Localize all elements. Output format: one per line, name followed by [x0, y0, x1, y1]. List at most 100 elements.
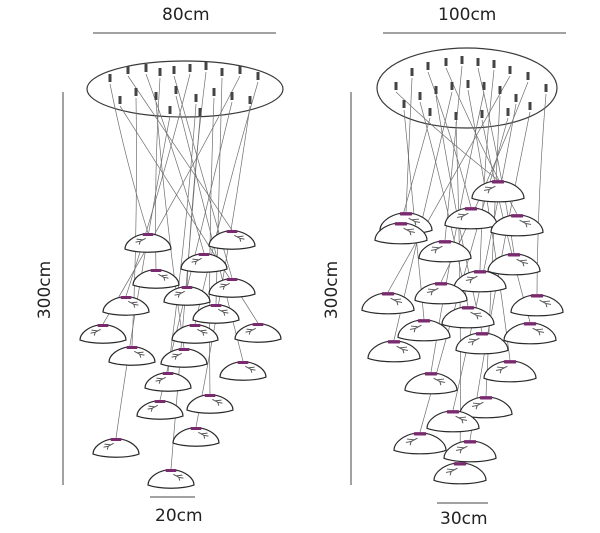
right-shade-crackle [539, 299, 552, 308]
right-shade-width-label: 30cm [440, 509, 488, 529]
right-shade-cap [523, 322, 537, 326]
left-shade-crackle [90, 328, 101, 336]
right-shade-cap [463, 440, 477, 444]
right-ceiling-mount [508, 66, 512, 74]
right-ceiling-mount [402, 100, 406, 108]
right-shade-outline [487, 253, 541, 276]
right-shade-crackle [408, 217, 421, 226]
right-shade-cap [475, 332, 489, 336]
right-shade-cap [381, 292, 395, 296]
right-shade-outline [483, 360, 537, 383]
right-ceiling-mount [418, 92, 422, 100]
left-shade-outline [144, 372, 192, 392]
right-ceiling-mount [426, 62, 430, 70]
left-shade-crackle [147, 404, 158, 412]
left-shade-crackle [219, 282, 230, 290]
left-pendant-wire [102, 75, 241, 325]
right-shade-outline [441, 306, 495, 329]
right-pendant-shade [483, 360, 537, 383]
left-shade-cap [150, 269, 162, 273]
left-pendants [79, 62, 282, 489]
right-shade-crackle [471, 401, 484, 410]
left-shade-outline [132, 269, 180, 289]
left-pendant-shade [79, 324, 127, 344]
right-pendant-shade [433, 462, 487, 485]
right-shade-crackle [467, 337, 480, 346]
left-ceiling-mount [126, 66, 130, 74]
right-shade-cap [413, 432, 427, 436]
right-shade-cap [399, 212, 413, 216]
left-pendant-wire [127, 75, 233, 231]
right-pendant-shade [374, 222, 428, 245]
right-pendant-shade [459, 396, 513, 419]
right-pendant-shade [490, 214, 544, 237]
right-shade-outline [433, 462, 487, 485]
left-shade-crackle [245, 327, 256, 335]
right-ceiling-mount [450, 82, 454, 90]
left-shade-crackle [128, 300, 139, 308]
right-shade-cap [510, 214, 524, 218]
left-shade-crackle [198, 431, 209, 439]
left-shade-crackle [134, 350, 145, 358]
left-pendant-wire [175, 95, 244, 362]
left-pendant-shade [186, 394, 234, 414]
right-pendant-wire [400, 117, 431, 223]
left-shade-outline [163, 286, 211, 306]
right-shade-outline [414, 282, 468, 305]
right-ceiling-mount [514, 94, 518, 102]
right-shade-crackle [396, 345, 409, 354]
right-pendant-wire [427, 71, 472, 208]
left-shade-cap [181, 286, 193, 290]
left-pendant-shade [172, 427, 220, 447]
right-ceiling-mount [434, 86, 438, 94]
left-shade-crackle [245, 365, 256, 373]
right-ceiling-mount [506, 108, 510, 116]
right-shade-outline [455, 332, 509, 355]
right-shade-cap [394, 222, 408, 226]
right-pendant-wire [479, 69, 495, 271]
left-pendant-shade [160, 348, 208, 368]
left-shade-cap [189, 324, 201, 328]
right-ceiling-mount [544, 84, 548, 92]
left-shade-outline [208, 230, 256, 250]
left-shade-crackle [103, 442, 114, 450]
right-shade-crackle [455, 415, 468, 424]
left-shade-crackle [218, 308, 229, 316]
left-pendant-wire [109, 83, 149, 234]
right-shade-outline [453, 270, 507, 293]
right-shade-cap [424, 372, 438, 376]
right-shade-cap [453, 462, 467, 466]
left-ceiling-mount [144, 64, 148, 72]
left-ceiling-mount [118, 96, 122, 104]
left-shade-outline [160, 348, 208, 368]
right-pendant-shade [443, 440, 497, 463]
right-shade-crackle [483, 185, 496, 194]
left-width-label: 80cm [162, 5, 210, 25]
right-shade-cap [491, 180, 505, 184]
right-shade-crackle [403, 227, 416, 236]
right-pendant-wire [405, 77, 413, 213]
right-pendant-shade [487, 253, 541, 276]
left-shade-crackle [191, 257, 202, 265]
left-shade-crackle [234, 234, 245, 242]
right-shade-crackle [519, 219, 532, 228]
right-shade-outline [503, 322, 557, 345]
left-shade-cap [226, 278, 238, 282]
left-shade-cap [204, 394, 216, 398]
left-ceiling-mount [230, 92, 234, 100]
right-canopy [376, 47, 558, 129]
left-ceiling-mount [198, 108, 202, 116]
left-shade-crackle [174, 290, 185, 298]
right-shade-crackle [426, 287, 439, 296]
left-shade-outline [108, 346, 156, 366]
left-shade-outline [180, 253, 228, 273]
right-shade-cap [503, 360, 517, 364]
right-pendant-wire [536, 93, 547, 295]
right-ceiling-mount [428, 108, 432, 116]
left-pendant-shade [163, 286, 211, 306]
right-ceiling-mount [466, 80, 470, 88]
right-shade-crackle [516, 258, 529, 267]
left-pendant-wire [215, 77, 223, 305]
right-shade-cap [479, 396, 493, 400]
